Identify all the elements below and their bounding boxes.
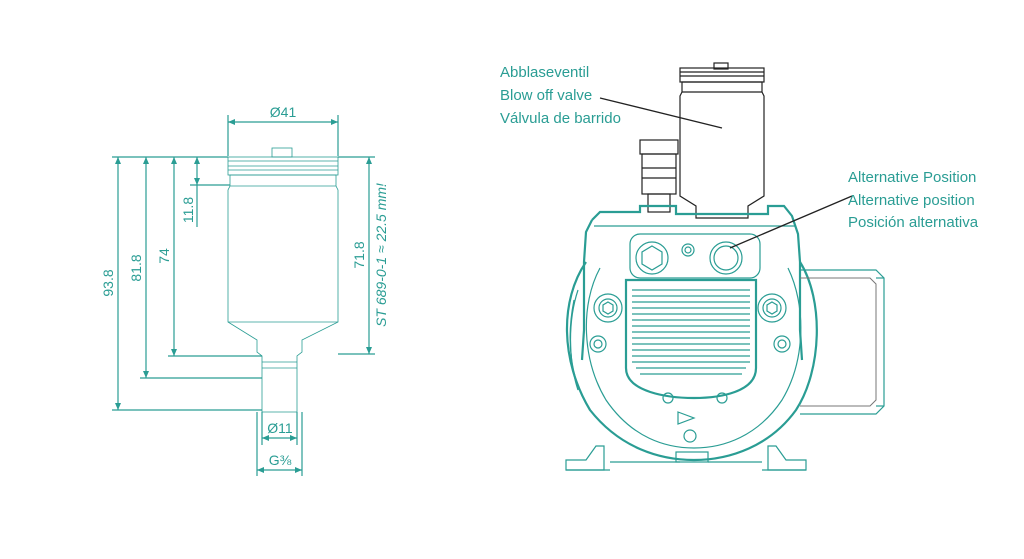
alt-label-de: Alternative Position <box>848 169 976 186</box>
valve-leader-line <box>599 97 723 129</box>
dim-93-8: 93.8 <box>100 269 116 296</box>
dim-71-8: 71.8 <box>351 241 367 268</box>
fitting <box>639 139 679 213</box>
dim-81-8: 81.8 <box>128 254 144 281</box>
alt-label-es: Posición alternativa <box>848 214 979 231</box>
blow-off-valve <box>679 62 765 219</box>
dim-outlet-diameter: Ø11 <box>267 420 293 436</box>
alt-position-leader-line <box>729 195 853 249</box>
cooling-fins <box>632 289 750 375</box>
valve-label-es: Válvula de barrido <box>500 110 621 127</box>
dim-top-diameter: Ø41 <box>270 104 297 120</box>
valve-outline <box>227 147 339 413</box>
alt-label-en: Alternative position <box>848 192 975 209</box>
alt-position-label: Alternative Position Alternative positio… <box>848 169 979 231</box>
dim-11-8: 11.8 <box>180 197 196 223</box>
dimension-labels: Ø41 Ø11 G⅜ 93.8 81.8 74 11.8 71.8 ST 689… <box>100 104 389 468</box>
valve-label: Abblaseventil Blow off valve Válvula de … <box>500 64 621 127</box>
dim-thread: G⅜ <box>269 452 292 468</box>
pump-drawing <box>565 62 885 471</box>
dim-74: 74 <box>156 248 172 264</box>
valve-label-en: Blow off valve <box>500 87 592 104</box>
standard-note: ST 689-0-1 ≈ 22.5 mm! <box>373 183 389 327</box>
motor-box <box>800 269 885 415</box>
valve-label-de: Abblaseventil <box>500 64 589 81</box>
dimension-lines <box>112 115 375 476</box>
